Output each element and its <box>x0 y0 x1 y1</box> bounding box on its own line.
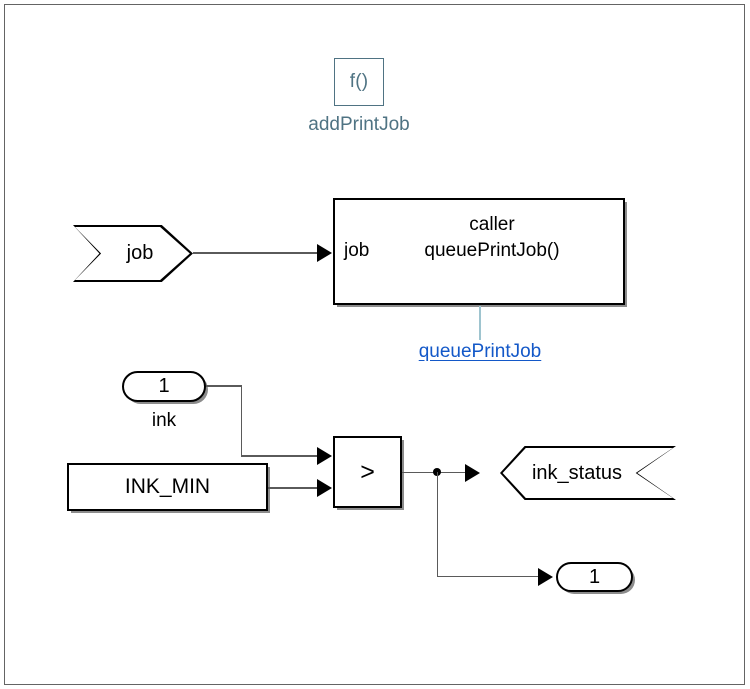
caller-link-connector <box>479 306 481 340</box>
model-frame-border <box>4 4 745 685</box>
caller-port-label-job: job <box>344 240 370 261</box>
outport-ink-status[interactable]: ink_status <box>500 446 676 500</box>
caller-function-hyperlink[interactable]: queuePrintJob <box>418 341 542 362</box>
function-glyph: f() <box>349 71 369 92</box>
function-caller-block[interactable]: caller queuePrintJob() job <box>333 198 625 305</box>
ink-source-label: ink <box>151 410 177 431</box>
inport-job[interactable]: job <box>73 225 193 282</box>
relational-operator-symbol: > <box>360 457 375 486</box>
wire-job-to-caller <box>193 252 317 254</box>
data-store-write-block[interactable]: 1 <box>556 562 633 592</box>
ink-source-value: 1 <box>158 375 170 397</box>
wire-ink-segment-drop <box>240 385 242 456</box>
arrowhead-relop-input-2 <box>317 479 332 497</box>
arrowhead-ink-status-input <box>465 464 480 482</box>
arrowhead-goto-input <box>538 568 553 586</box>
constant-label: INK_MIN <box>124 475 211 498</box>
wire-branch-drop <box>436 471 438 577</box>
constant-block-ink-min[interactable]: INK_MIN <box>67 463 268 511</box>
wire-ink-segment-top <box>206 385 242 387</box>
wire-branch-to-goto <box>436 575 539 577</box>
wire-ink-min-to-relop <box>268 487 317 489</box>
simulink-function-block[interactable]: f() <box>334 58 384 106</box>
caller-title: caller <box>469 214 515 235</box>
inport-job-label: job <box>126 242 154 264</box>
caller-function-signature: queuePrintJob() <box>424 240 560 261</box>
data-store-write-value: 1 <box>588 565 601 588</box>
arrowhead-caller-job-input <box>317 244 332 262</box>
data-store-read-ink[interactable]: 1 <box>122 371 206 402</box>
wire-ink-segment-to-relop <box>240 455 318 457</box>
outport-ink-status-label: ink_status <box>531 461 623 484</box>
arrowhead-relop-input-1 <box>317 447 332 465</box>
simulink-function-label: addPrintJob <box>308 114 410 135</box>
relational-operator-block[interactable]: > <box>333 436 402 508</box>
